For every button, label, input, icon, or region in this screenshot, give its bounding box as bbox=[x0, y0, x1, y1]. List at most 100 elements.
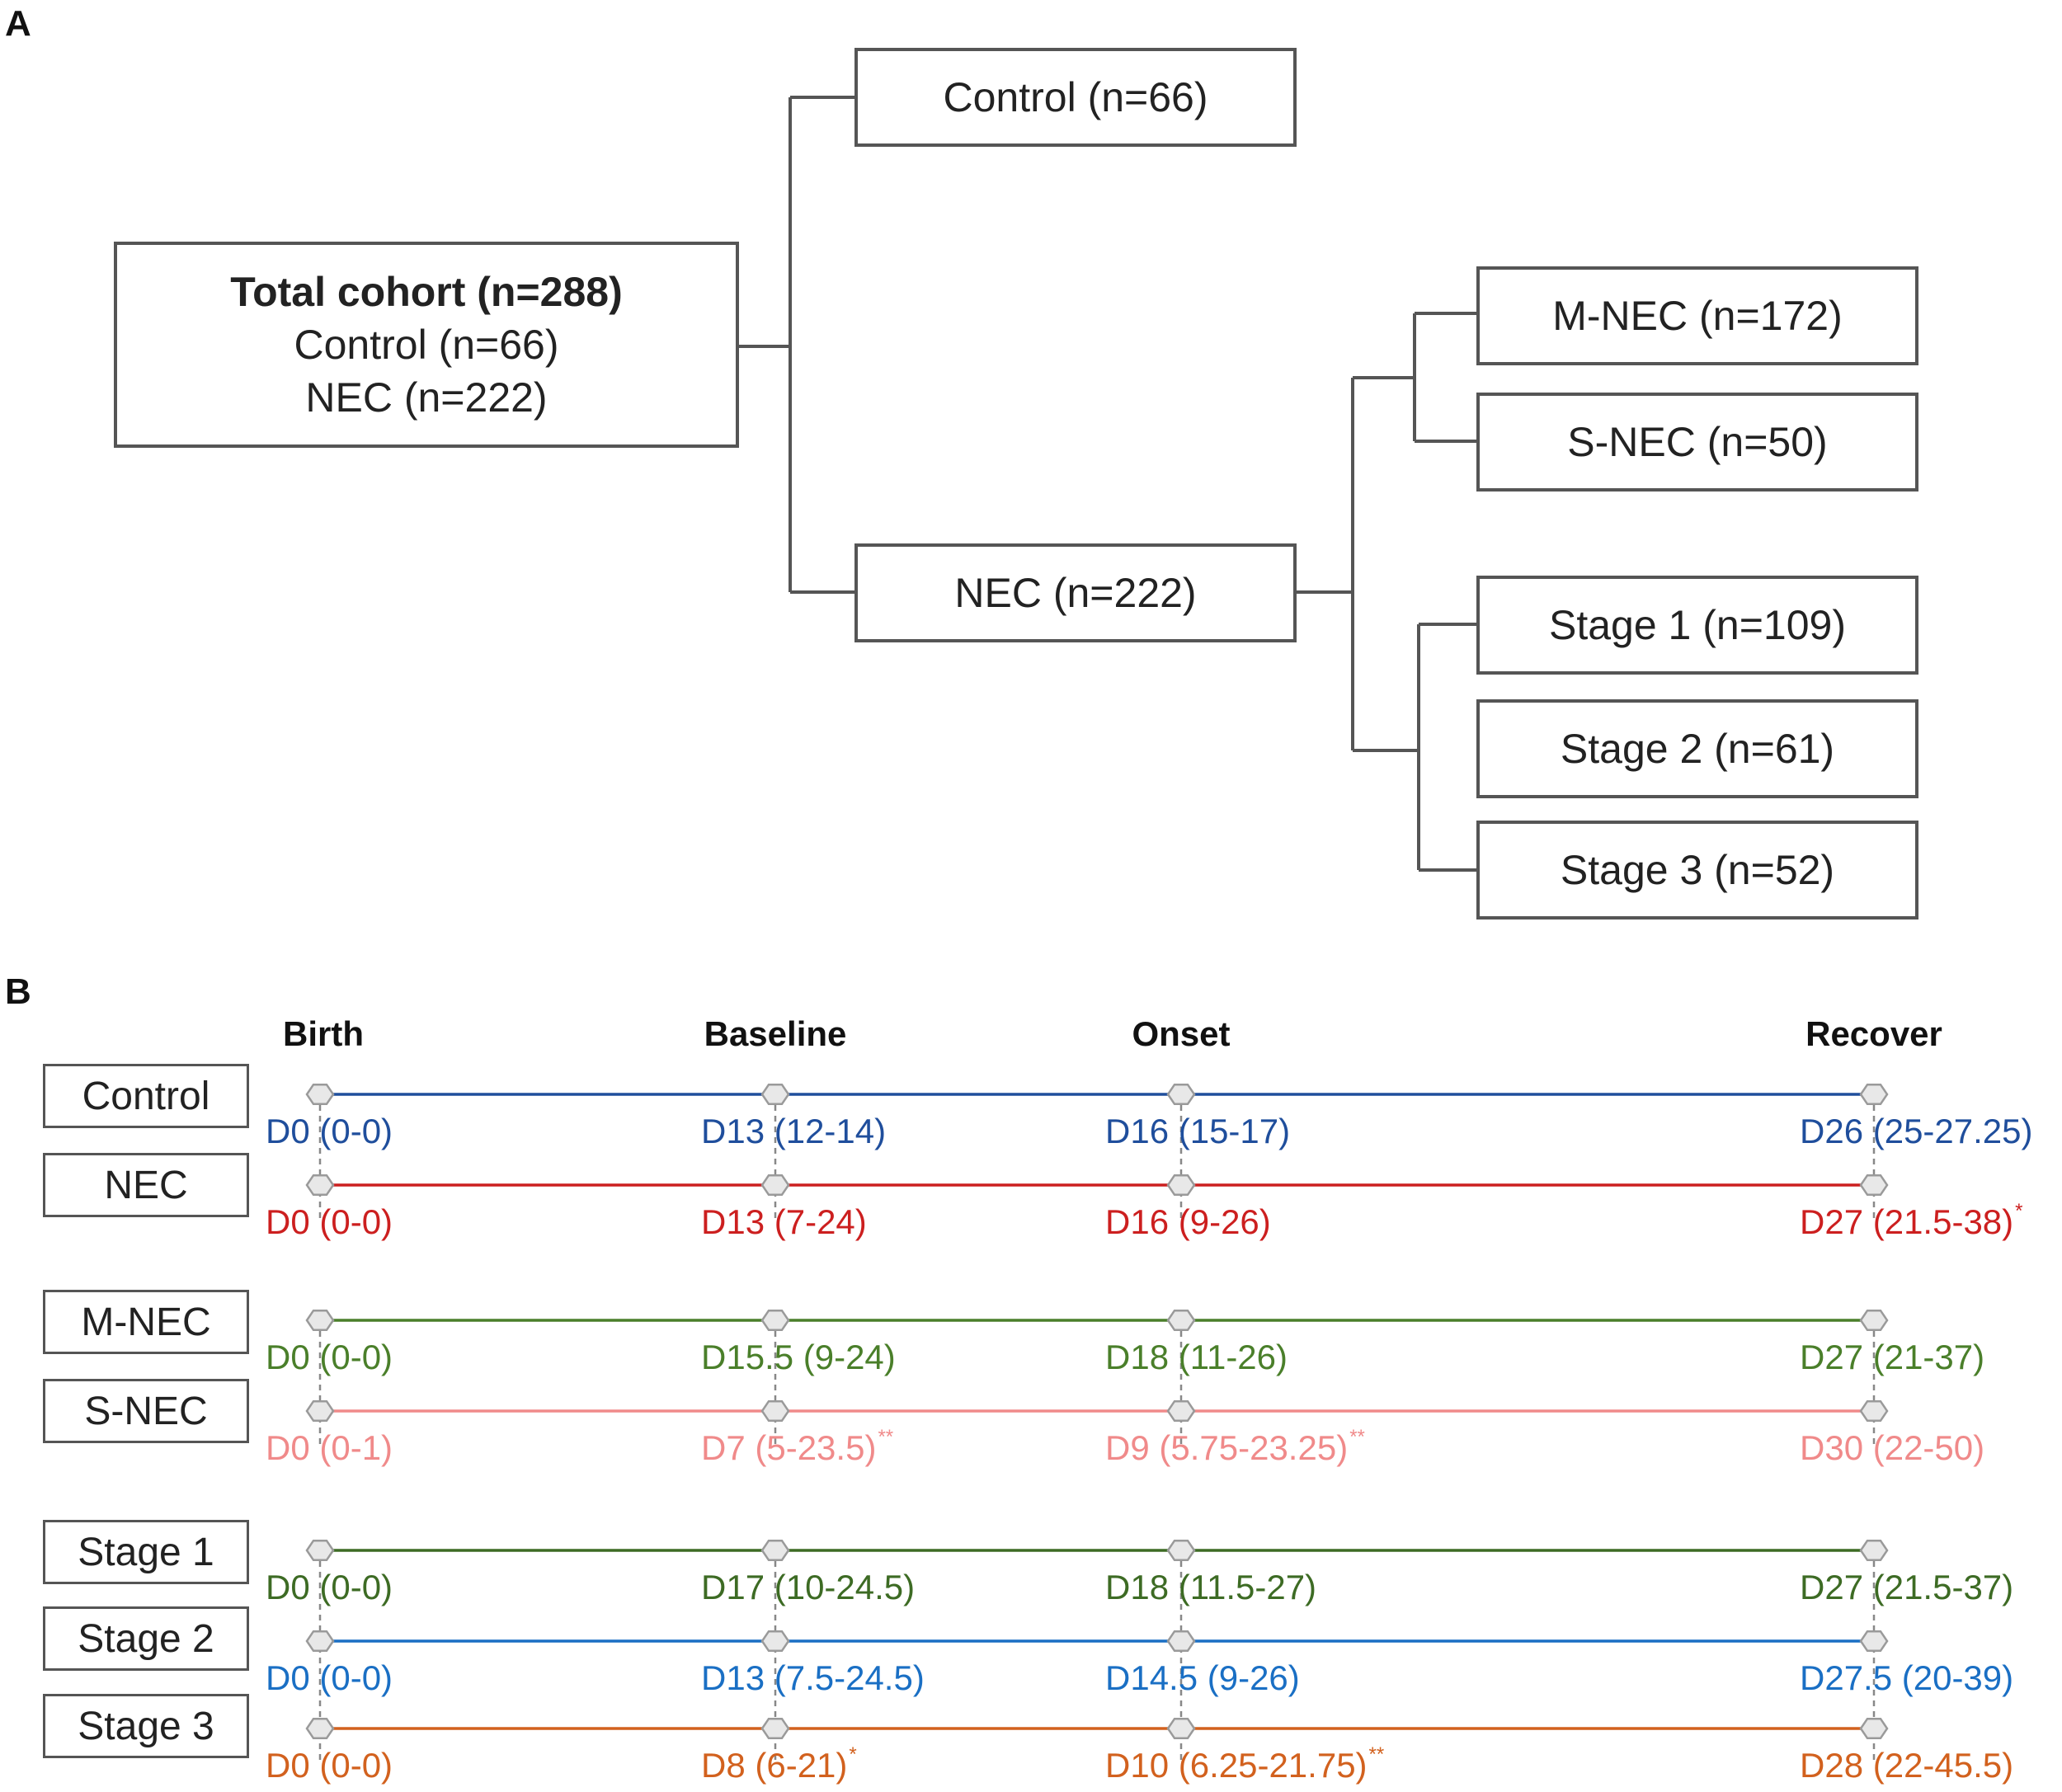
timepoint-label-3-1: D7 (5-23.5)** bbox=[701, 1427, 893, 1467]
timepoint-label-0-2: D16 (15-17) bbox=[1105, 1114, 1290, 1149]
timepoint-range: (0-0) bbox=[309, 1112, 393, 1150]
nec-box: NEC (n=222) bbox=[854, 543, 1297, 642]
timepoint-label-4-2: D18 (11.5-27) bbox=[1105, 1570, 1316, 1605]
timepoint-range: (11.5-27) bbox=[1169, 1568, 1317, 1606]
timepoint-range: (9-26) bbox=[1198, 1658, 1300, 1697]
timepoint-day: D16 bbox=[1105, 1202, 1170, 1241]
group-stage3-box: Stage 3 bbox=[43, 1694, 249, 1758]
stage2-box: Stage 2 (n=61) bbox=[1476, 699, 1918, 798]
timepoint-day: D0 bbox=[266, 1658, 310, 1697]
group-mnec-box: M-NEC bbox=[43, 1290, 249, 1354]
timepoint-marker-5-1 bbox=[760, 1630, 790, 1653]
timepoint-range: (21.5-38) bbox=[1863, 1202, 2014, 1241]
timepoint-range: (7.5-24.5) bbox=[765, 1658, 925, 1697]
timepoint-label-2-1: D15.5 (9-24) bbox=[701, 1340, 896, 1375]
timepoint-label-4-3: D27 (21.5-37) bbox=[1800, 1570, 2013, 1605]
timepoint-label-0-1: D13 (12-14) bbox=[701, 1114, 886, 1149]
timepoint-day: D13 bbox=[701, 1202, 765, 1241]
timepoint-marker-3-1 bbox=[760, 1399, 790, 1423]
timepoint-marker-0-2 bbox=[1166, 1083, 1196, 1106]
mnec-box: M-NEC (n=172) bbox=[1476, 266, 1918, 365]
timepoint-marker-6-1 bbox=[760, 1717, 790, 1740]
significance-marker: ** bbox=[1349, 1426, 1365, 1448]
timepoint-marker-1-1 bbox=[760, 1174, 790, 1197]
timepoint-marker-3-2 bbox=[1166, 1399, 1196, 1423]
timepoint-marker-5-2 bbox=[1166, 1630, 1196, 1653]
timepoint-marker-0-0 bbox=[305, 1083, 335, 1106]
timepoint-day: D7 bbox=[701, 1428, 746, 1467]
panel-a-letter: A bbox=[5, 3, 31, 44]
timepoint-marker-1-2 bbox=[1166, 1174, 1196, 1197]
timepoint-day: D0 bbox=[266, 1568, 310, 1606]
timepoint-label-0-0: D0 (0-0) bbox=[266, 1114, 393, 1149]
timepoint-day: D0 bbox=[266, 1338, 310, 1376]
timepoint-label-4-1: D17 (10-24.5) bbox=[701, 1570, 915, 1605]
total-cohort-box: Total cohort (n=288) Control (n=66) NEC … bbox=[114, 242, 739, 448]
timepoint-range: (5-23.5) bbox=[745, 1428, 877, 1467]
timepoint-range: (9-26) bbox=[1169, 1202, 1271, 1241]
timepoint-label-4-0: D0 (0-0) bbox=[266, 1570, 393, 1605]
timepoint-marker-2-3 bbox=[1859, 1309, 1889, 1332]
timepoint-day: D13 bbox=[701, 1658, 765, 1697]
header-recover: Recover bbox=[1805, 1014, 1942, 1053]
timepoint-day: D9 bbox=[1105, 1428, 1150, 1467]
timepoint-label-1-3: D27 (21.5-38)* bbox=[1800, 1202, 2023, 1241]
timepoint-range: (0-0) bbox=[309, 1338, 393, 1376]
timepoint-day: D10 bbox=[1105, 1746, 1170, 1785]
timepoint-label-5-0: D0 (0-0) bbox=[266, 1661, 393, 1696]
significance-marker: * bbox=[849, 1743, 857, 1766]
total-cohort-nec: NEC (n=222) bbox=[305, 374, 548, 421]
timepoint-range: (0-0) bbox=[309, 1658, 393, 1697]
timepoint-day: D13 bbox=[701, 1112, 765, 1150]
significance-marker: ** bbox=[878, 1426, 894, 1448]
timepoint-label-6-0: D0 (0-0) bbox=[266, 1748, 393, 1783]
timepoint-range: (0-1) bbox=[309, 1428, 393, 1467]
timepoint-day: D18 bbox=[1105, 1568, 1170, 1606]
timepoint-day: D0 bbox=[266, 1202, 310, 1241]
timepoint-marker-0-3 bbox=[1859, 1083, 1889, 1106]
timepoint-day: D26 bbox=[1800, 1112, 1864, 1150]
timepoint-marker-6-3 bbox=[1859, 1717, 1889, 1740]
timepoint-day: D27 bbox=[1800, 1338, 1864, 1376]
timepoint-range: (20-39) bbox=[1892, 1658, 2014, 1697]
timepoint-range: (22-50) bbox=[1863, 1428, 1985, 1467]
timepoint-label-2-0: D0 (0-0) bbox=[266, 1340, 393, 1375]
group-stage2-box: Stage 2 bbox=[43, 1606, 249, 1671]
timepoint-marker-4-3 bbox=[1859, 1539, 1889, 1562]
timepoint-label-3-2: D9 (5.75-23.25)** bbox=[1105, 1427, 1365, 1467]
panel-b-letter: B bbox=[5, 971, 31, 1012]
timepoint-day: D30 bbox=[1800, 1428, 1864, 1467]
timepoint-day: D27 bbox=[1800, 1568, 1864, 1606]
timepoint-label-6-2: D10 (6.25-21.75)** bbox=[1105, 1745, 1384, 1785]
significance-marker: ** bbox=[1368, 1743, 1385, 1766]
timepoint-label-5-1: D13 (7.5-24.5) bbox=[701, 1661, 925, 1696]
stage3-box: Stage 3 (n=52) bbox=[1476, 821, 1918, 920]
timepoint-label-1-2: D16 (9-26) bbox=[1105, 1205, 1271, 1239]
timepoint-marker-4-1 bbox=[760, 1539, 790, 1562]
total-cohort-control: Control (n=66) bbox=[294, 322, 559, 368]
timepoint-day: D15.5 bbox=[701, 1338, 794, 1376]
snec-box: S-NEC (n=50) bbox=[1476, 393, 1918, 492]
timepoint-day: D0 bbox=[266, 1746, 310, 1785]
timepoint-range: (25-27.25) bbox=[1863, 1112, 2033, 1150]
control-box: Control (n=66) bbox=[854, 48, 1297, 147]
timepoint-range: (12-14) bbox=[765, 1112, 887, 1150]
timepoint-range: (0-0) bbox=[309, 1746, 393, 1785]
group-stage1-box: Stage 1 bbox=[43, 1520, 249, 1584]
timepoint-range: (9-24) bbox=[793, 1338, 896, 1376]
timepoint-range: (0-0) bbox=[309, 1568, 393, 1606]
header-onset: Onset bbox=[1132, 1014, 1231, 1053]
timepoint-range: (6.25-21.75) bbox=[1169, 1746, 1368, 1785]
timepoint-marker-1-3 bbox=[1859, 1174, 1889, 1197]
timepoint-day: D8 bbox=[701, 1746, 746, 1785]
group-nec-box: NEC bbox=[43, 1153, 249, 1217]
timepoint-range: (15-17) bbox=[1169, 1112, 1291, 1150]
timepoint-range: (5.75-23.25) bbox=[1149, 1428, 1349, 1467]
timepoint-marker-2-2 bbox=[1166, 1309, 1196, 1332]
timepoint-label-6-3: D28 (22-45.5) bbox=[1800, 1748, 2013, 1783]
timepoint-marker-3-3 bbox=[1859, 1399, 1889, 1423]
timepoint-label-6-1: D8 (6-21)* bbox=[701, 1745, 857, 1785]
timepoint-day: D14.5 bbox=[1105, 1658, 1198, 1697]
timepoint-marker-4-2 bbox=[1166, 1539, 1196, 1562]
